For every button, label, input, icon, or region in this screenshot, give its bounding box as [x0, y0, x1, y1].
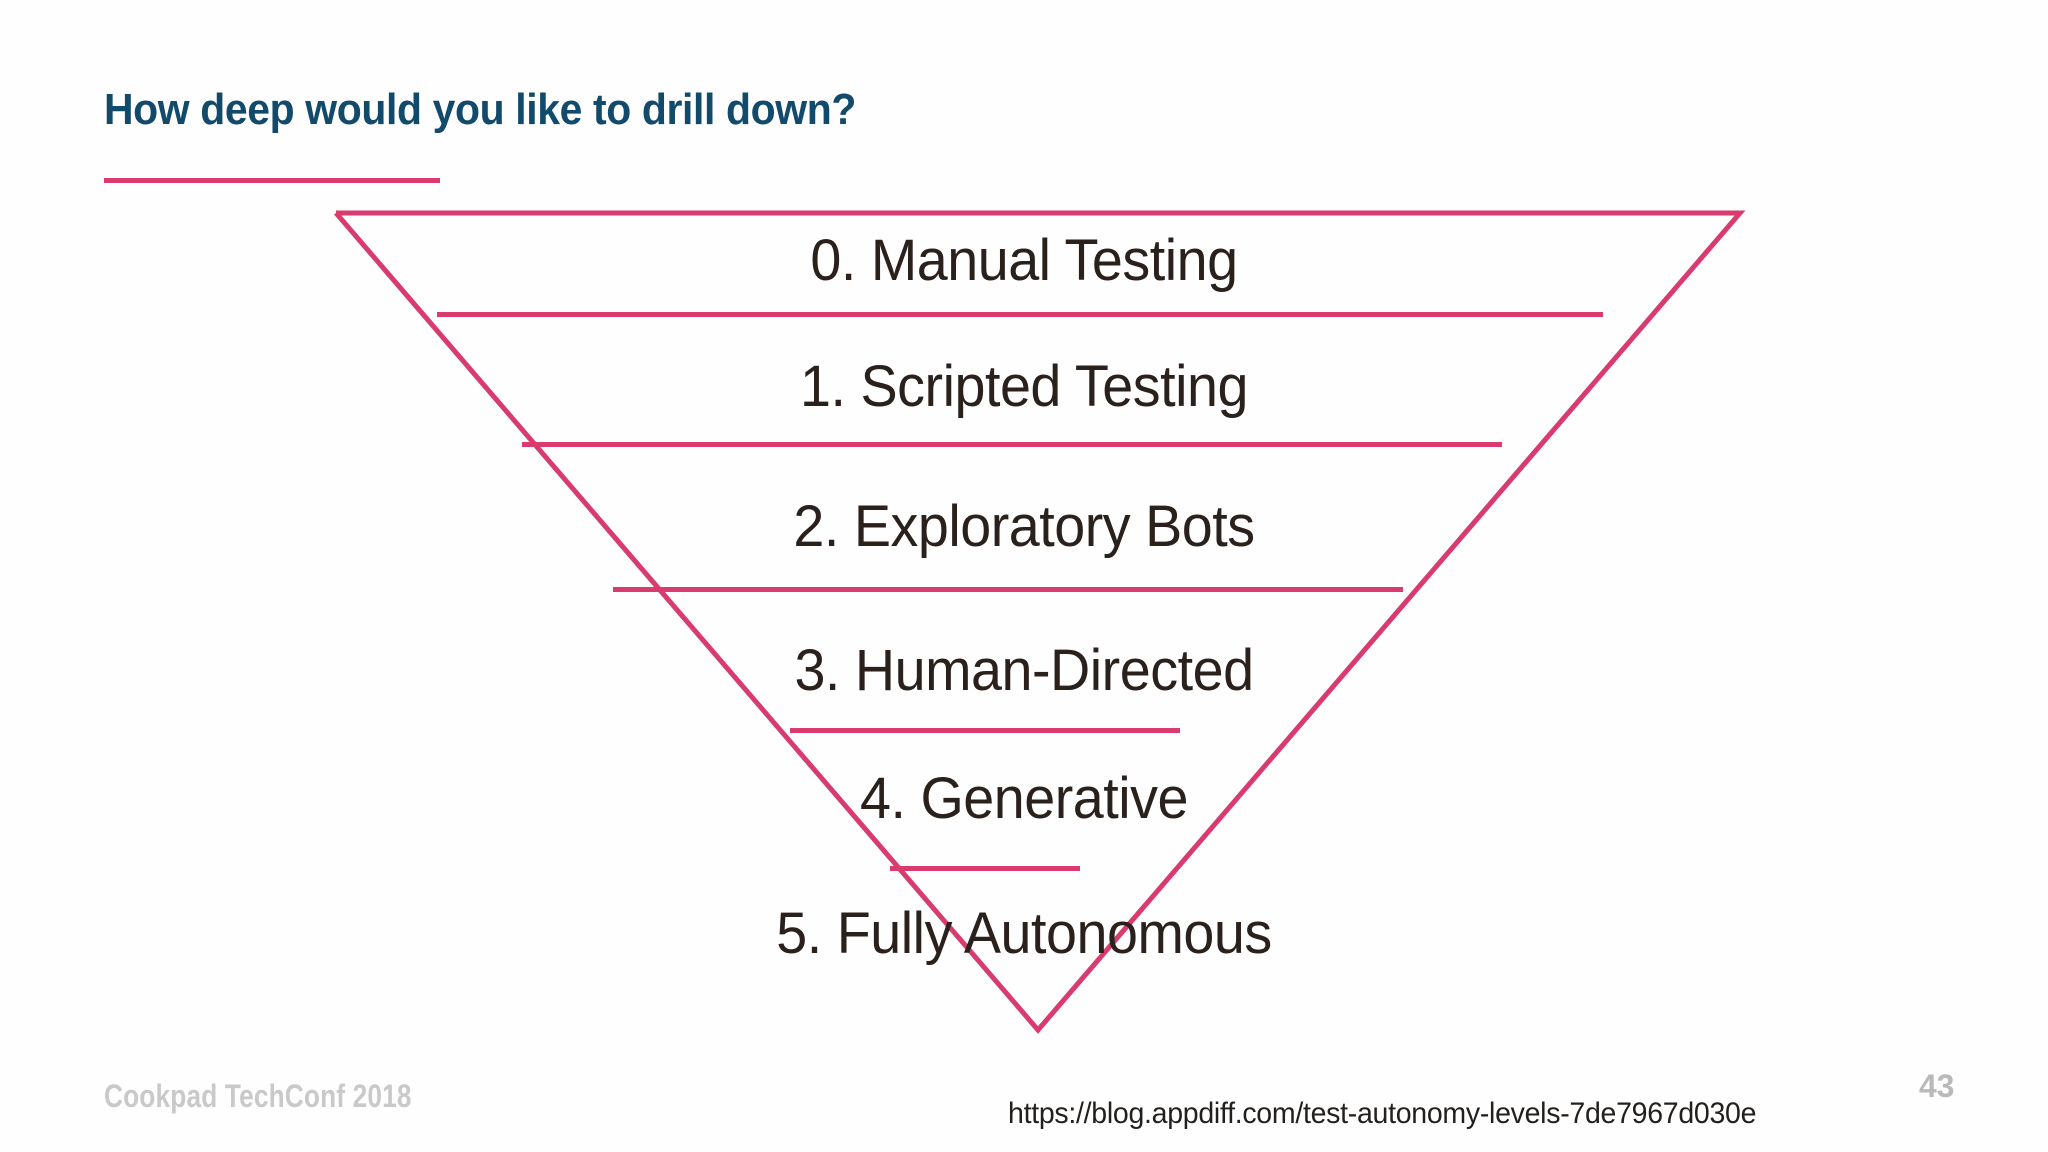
- footer-brand-label: Cookpad TechConf 2018: [104, 1078, 412, 1114]
- funnel-divider-0: [437, 312, 1603, 317]
- funnel-divider-2: [613, 587, 1403, 592]
- slide-page-number: 43: [1919, 1068, 1955, 1104]
- title-underline-rule: [104, 178, 440, 183]
- funnel-level-0-label: 0. Manual Testing: [810, 228, 1238, 293]
- footer-source-url[interactable]: https://blog.appdiff.com/test-autonomy-l…: [1008, 1097, 1757, 1130]
- funnel-level-5-label: 5. Fully Autonomous: [776, 901, 1272, 966]
- funnel-divider-3: [790, 728, 1180, 733]
- funnel-level-2-label: 2. Exploratory Bots: [793, 494, 1255, 559]
- funnel-level-1-label: 1. Scripted Testing: [800, 354, 1248, 419]
- funnel-divider-1: [522, 442, 1502, 447]
- title-block: How deep would you like to drill down?: [104, 85, 1604, 183]
- funnel-divider-4: [890, 866, 1080, 871]
- page-title: How deep would you like to drill down?: [104, 85, 856, 134]
- funnel-level-4-label: 4. Generative: [859, 766, 1189, 831]
- funnel-level-3-label: 3. Human-Directed: [794, 638, 1254, 703]
